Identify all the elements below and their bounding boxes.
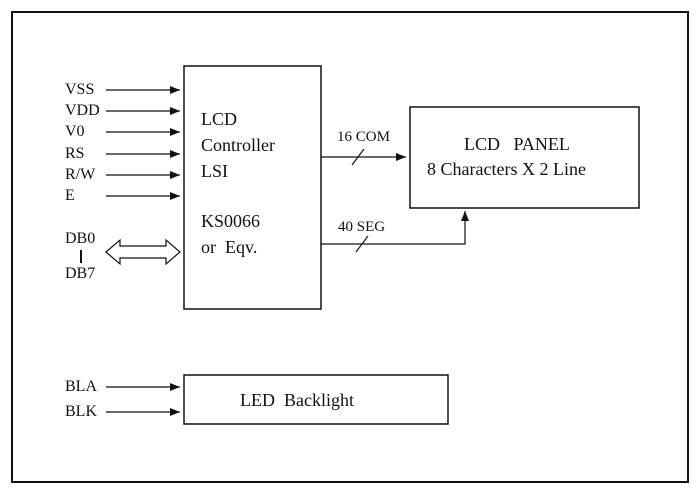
controller-line-5: or Eqv. (201, 237, 258, 257)
com-bus-slash (351, 148, 365, 166)
com-signal-label: 16 COM (337, 129, 390, 145)
panel-title: LCD PANEL (464, 134, 570, 154)
controller-box (183, 65, 322, 310)
seg-bus-slash (355, 235, 369, 253)
lcd-panel-box (409, 106, 640, 209)
pin-label-e: E (65, 187, 75, 204)
data-bus-arrow (105, 238, 181, 266)
backlight-box (183, 374, 449, 425)
pin-label-bla: BLA (65, 378, 97, 395)
pin-label-v0: V0 (65, 123, 85, 140)
controller-line-2: Controller (201, 135, 275, 155)
seg-signal-label: 40 SEG (338, 219, 386, 235)
panel-subtitle: 8 Characters X 2 Line (427, 159, 586, 179)
seg-signal-arrow (321, 211, 469, 245)
pin-label-rw: R/W (65, 166, 96, 183)
controller-line-3: LSI (201, 161, 228, 181)
pin-label-vss: VSS (65, 81, 95, 98)
pin-label-rs: RS (65, 145, 85, 162)
backlight-label: LED Backlight (240, 390, 354, 410)
controller-line-4: KS0066 (201, 211, 261, 231)
pin-label-vdd: VDD (65, 102, 100, 119)
bus-label-db7: DB7 (65, 265, 96, 282)
controller-line-1: LCD (201, 109, 237, 129)
bus-label-db0: DB0 (65, 230, 96, 247)
outer-frame (11, 11, 689, 483)
pin-label-blk: BLK (65, 403, 97, 420)
